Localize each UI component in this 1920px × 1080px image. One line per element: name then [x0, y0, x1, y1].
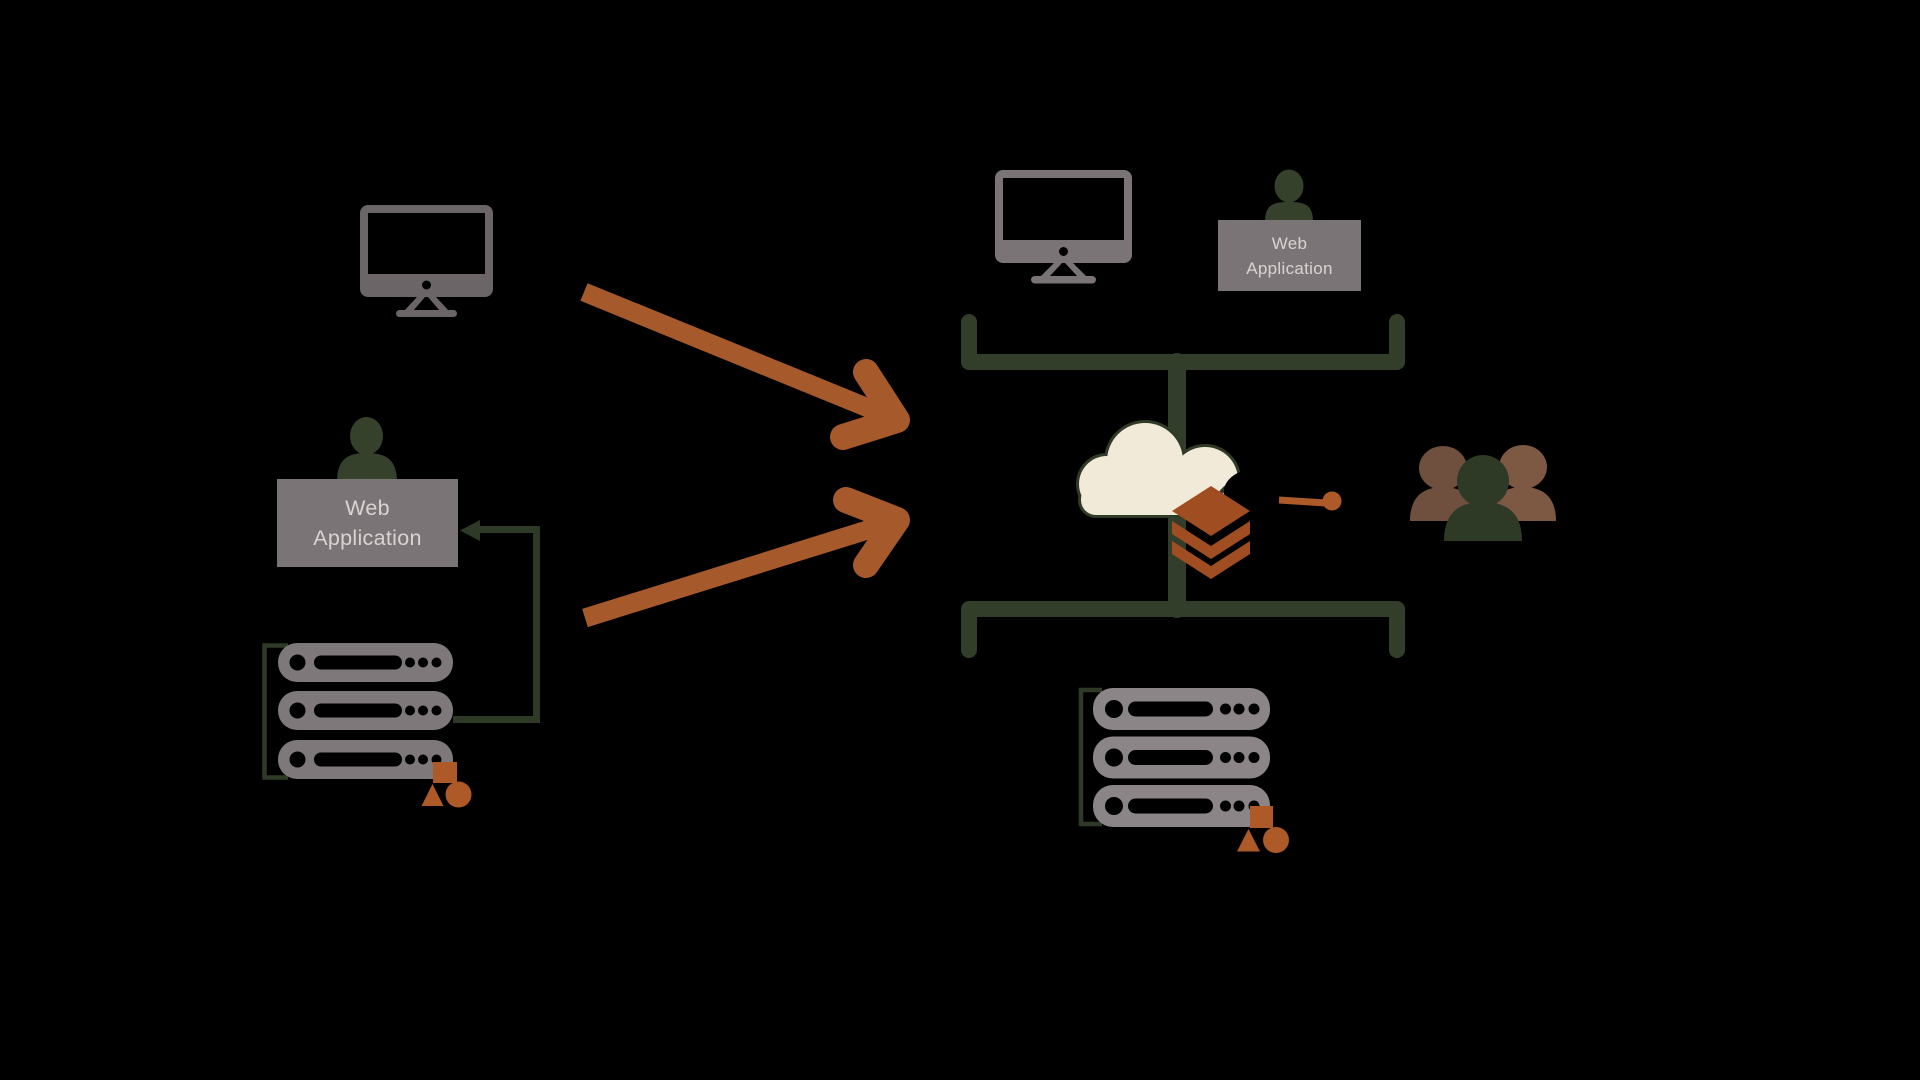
drive-bay-dot — [289, 751, 306, 768]
person-head — [350, 417, 383, 455]
drive-bay-dot — [1105, 748, 1123, 767]
web-application-label-text: Web Application — [1246, 234, 1333, 278]
led-dot — [1233, 703, 1245, 715]
bottom-bracket — [961, 601, 1405, 658]
camera-dot — [1059, 247, 1068, 256]
accent-shapes-right — [1237, 806, 1289, 853]
drive-slot — [314, 703, 402, 718]
monitor-screen — [368, 213, 485, 274]
monitor-base — [396, 310, 457, 317]
drive-slot — [314, 655, 402, 670]
circle-shape — [1263, 827, 1289, 853]
accent-shapes-left — [421, 762, 472, 808]
led-dot — [418, 754, 428, 765]
led-dot — [418, 705, 428, 716]
user-group-icon — [1410, 445, 1556, 541]
led-dot — [431, 705, 442, 716]
monitor-base — [1031, 276, 1096, 284]
connector-line — [453, 526, 540, 723]
led-dot — [1220, 752, 1231, 763]
arrow-shaft — [582, 517, 880, 628]
person-head — [1499, 445, 1547, 489]
server-stack-left — [262, 643, 453, 780]
layer-diamond — [1172, 486, 1250, 536]
arrow-head — [833, 487, 910, 578]
web-application-label-right: Web Application — [1218, 220, 1361, 291]
drive-bay-dot — [289, 702, 306, 719]
monitor-leg — [1065, 263, 1087, 277]
triangle-shape — [1237, 829, 1260, 852]
triangle-shape — [421, 784, 444, 806]
server-to-webapp-connector — [453, 520, 540, 723]
user-person-icon-left — [337, 417, 397, 482]
led-dot — [418, 657, 428, 668]
led-dot — [1248, 752, 1260, 763]
monitor-leg — [428, 297, 449, 311]
layer-chevron — [1172, 521, 1250, 559]
arrow-shaft — [580, 283, 882, 421]
led-dot — [405, 657, 415, 668]
person-shoulders — [337, 453, 397, 482]
square-shape — [1250, 806, 1273, 828]
flow-arrow-top — [580, 283, 910, 450]
stack-bracket — [262, 643, 288, 780]
monitor-leg — [1040, 263, 1062, 277]
key-knob — [1322, 491, 1342, 511]
server-stack-right — [1078, 687, 1270, 827]
drive-slot — [314, 752, 402, 767]
drive-slot — [1128, 750, 1213, 765]
drive-slot — [1128, 701, 1213, 717]
web-application-label-text: Web Application — [313, 496, 422, 550]
flow-arrow-bottom — [582, 487, 910, 628]
square-shape — [433, 762, 457, 783]
drive-slot — [1128, 798, 1213, 814]
layer-chevron — [1172, 541, 1250, 579]
monitor-screen — [1003, 178, 1124, 240]
lens-glass — [1223, 470, 1269, 508]
led-dot — [1248, 703, 1260, 715]
layer-stack-icon — [1172, 486, 1250, 579]
user-center — [1444, 455, 1522, 541]
key-shaft — [1278, 496, 1327, 507]
person-shoulders — [1265, 202, 1313, 222]
desktop-monitor-icon-right — [995, 170, 1132, 284]
user-person-icon-right — [1265, 169, 1313, 222]
camera-dot — [422, 280, 431, 290]
monitor-leg — [404, 297, 425, 311]
connector-arrowhead — [460, 520, 480, 541]
led-dot — [1220, 703, 1231, 715]
led-dot — [1233, 800, 1245, 812]
person-head — [1274, 169, 1304, 203]
arrow-head — [830, 359, 910, 450]
drive-bay-dot — [1105, 700, 1123, 718]
stack-bracket — [1078, 687, 1102, 827]
drive-bay-dot — [1105, 797, 1123, 815]
led-dot — [405, 705, 415, 716]
web-application-label-left: Web Application — [277, 479, 458, 567]
led-dot — [1233, 752, 1245, 763]
person-shoulders — [1444, 502, 1522, 541]
person-head — [1457, 455, 1509, 507]
led-dot — [431, 657, 442, 668]
person-head — [1419, 446, 1467, 490]
drive-bay-dot — [289, 654, 306, 671]
circle-shape — [445, 781, 472, 808]
desktop-monitor-icon-left — [360, 205, 493, 317]
led-dot — [1220, 800, 1231, 812]
led-dot — [405, 754, 415, 765]
